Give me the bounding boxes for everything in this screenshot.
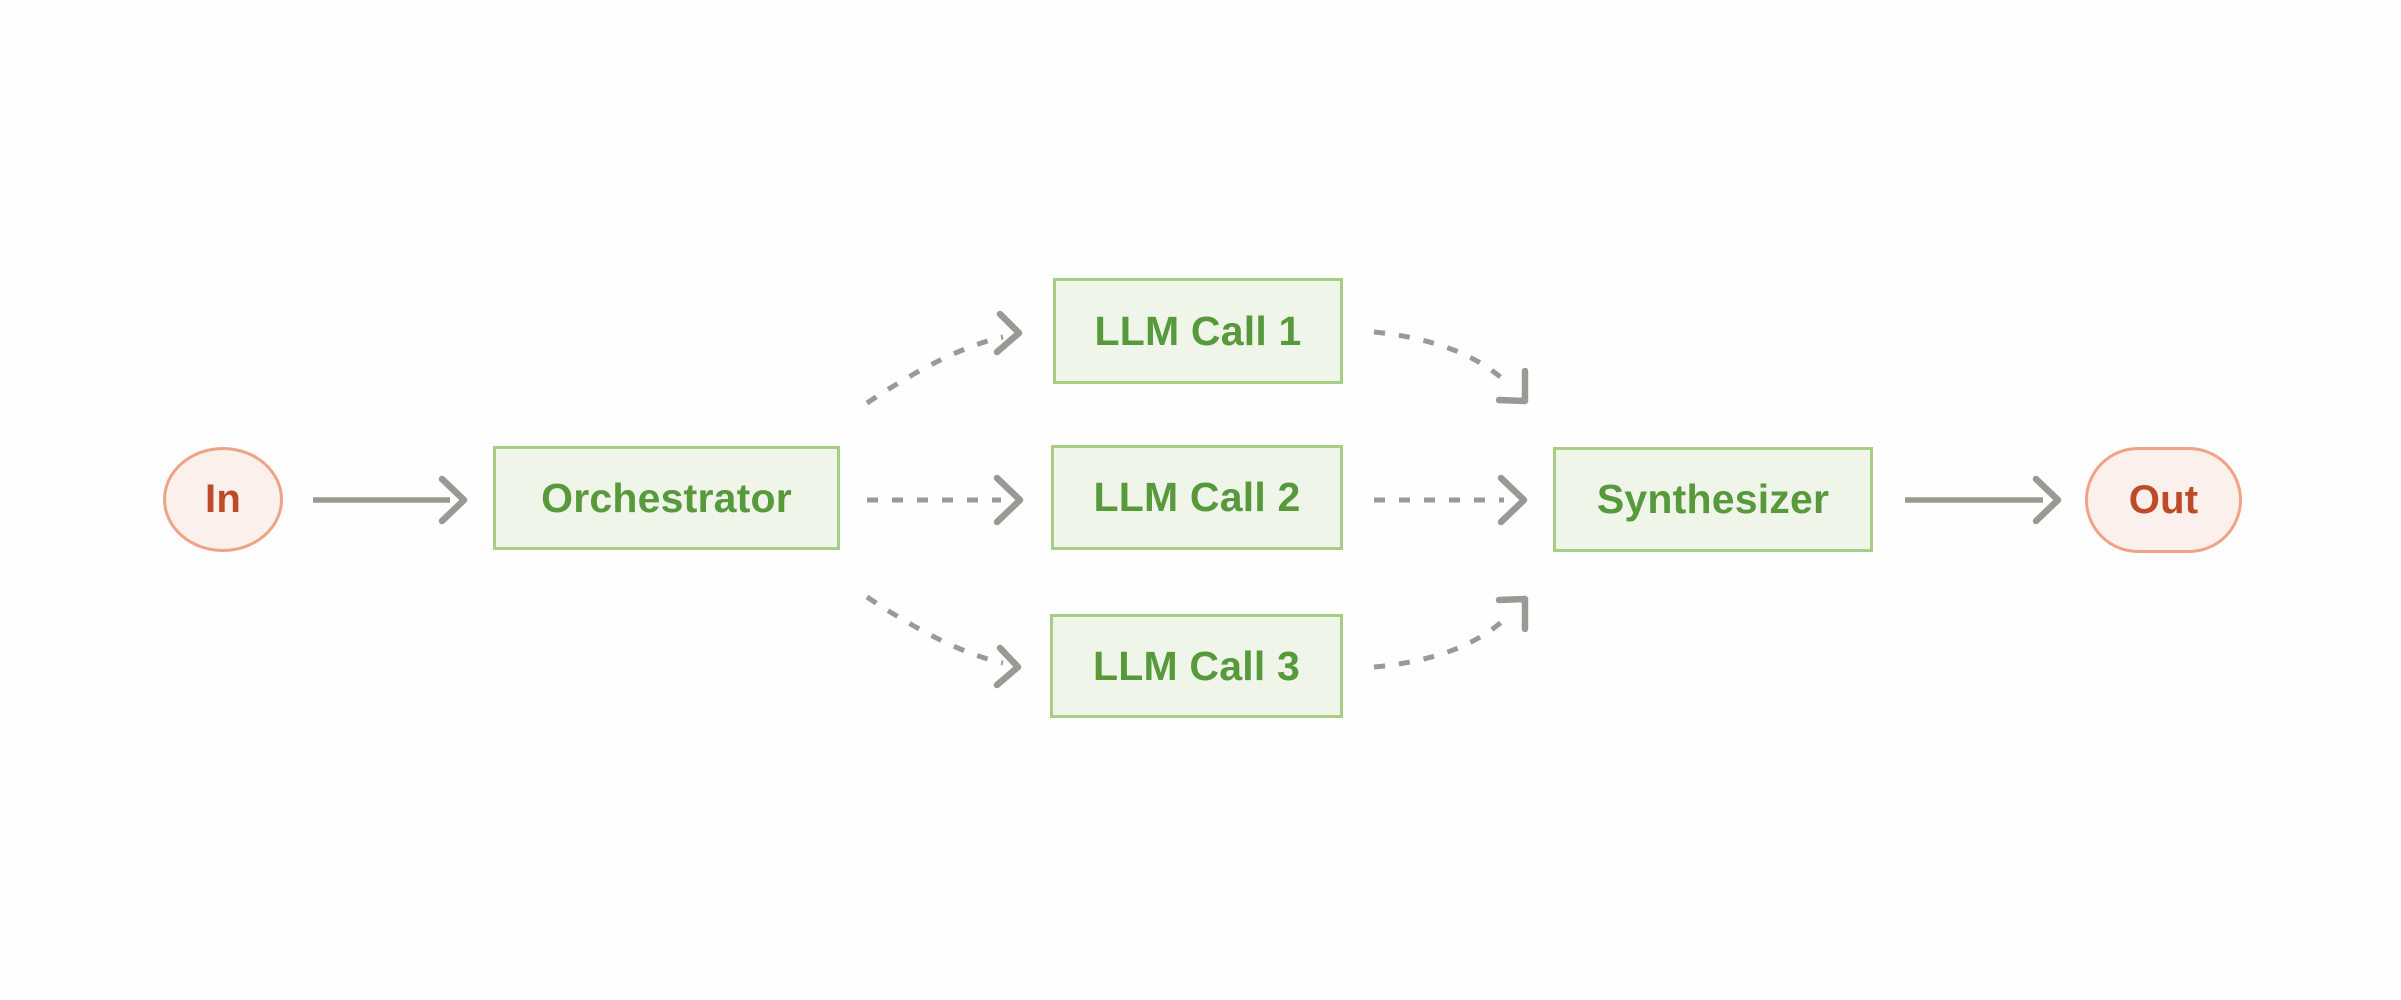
node-in: In: [163, 447, 283, 552]
arrowhead-icon: [1495, 595, 1529, 633]
node-orchestrator-label: Orchestrator: [541, 474, 792, 521]
arrowhead-icon: [993, 310, 1023, 356]
node-in-label: In: [205, 477, 241, 521]
arrowhead-icon: [993, 644, 1022, 689]
edge-in-to-orchestrator: [313, 475, 468, 525]
node-llm-call-3-label: LLM Call 3: [1092, 642, 1301, 689]
edge-orchestrator-to-llm-call-1: [865, 310, 1023, 406]
node-out: Out: [2085, 447, 2242, 553]
node-synthesizer-label: Synthesizer: [1596, 476, 1830, 522]
arrowhead-icon: [2032, 475, 2062, 525]
edge-llm-call-1-to-synthesizer: [1373, 329, 1529, 405]
arrowhead-icon: [438, 475, 468, 525]
node-llm-call-1-label: LLM Call 1: [1094, 307, 1302, 354]
arrowhead-icon: [1495, 367, 1529, 405]
node-llm-call-2: LLM Call 2: [1051, 445, 1343, 550]
arrowhead-icon: [993, 474, 1024, 526]
node-orchestrator: Orchestrator: [493, 446, 840, 550]
arrowhead-icon: [1497, 474, 1528, 526]
node-llm-call-3: LLM Call 3: [1050, 614, 1343, 718]
node-synthesizer: Synthesizer: [1553, 447, 1873, 552]
edge-orchestrator-to-llm-call-3: [865, 594, 1022, 689]
edge-orchestrator-to-llm-call-2: [867, 474, 1024, 526]
node-llm-call-1: LLM Call 1: [1053, 278, 1343, 384]
edge-llm-call-2-to-synthesizer: [1374, 474, 1528, 526]
edge-synthesizer-to-out: [1905, 475, 2062, 525]
edge-llm-call-3-to-synthesizer: [1373, 595, 1529, 670]
node-llm-call-2-label: LLM Call 2: [1093, 474, 1301, 520]
node-out-label: Out: [2128, 477, 2199, 522]
